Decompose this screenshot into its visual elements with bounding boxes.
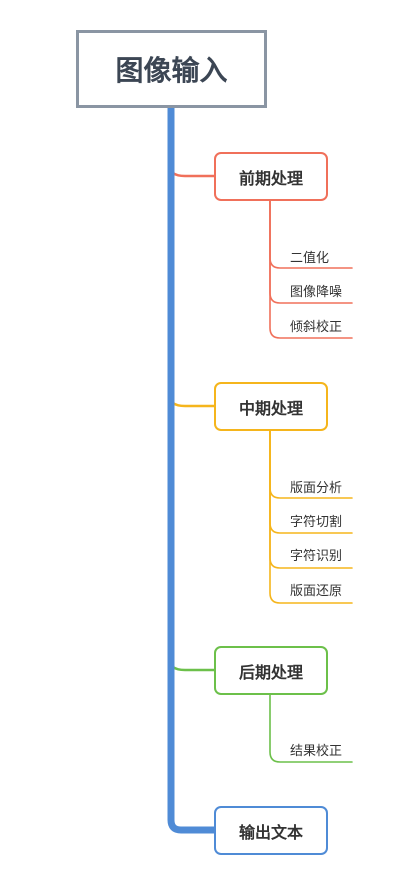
stage-node-output-text: 输出文本 [214, 806, 328, 855]
main-trunk-line [167, 104, 218, 834]
leaf-character-recognition: 字符识别 [290, 549, 343, 564]
branch-line-stage-0 [171, 171, 216, 178]
leaf-result-correction: 结果校正 [290, 744, 343, 759]
stage-node-label: 输出文本 [238, 822, 303, 842]
stage-node-post-processing: 后期处理 [214, 646, 328, 695]
root-node-image-input: 图像输入 [76, 30, 267, 108]
branch-line-stage-2 [171, 665, 216, 672]
root-node-label: 图像输入 [115, 54, 228, 87]
stage-node-label: 后期处理 [238, 662, 303, 682]
leaf-skew-correction: 倾斜校正 [290, 320, 343, 335]
stage-node-label: 中期处理 [238, 398, 303, 418]
leaf-image-denoising: 图像降噪 [290, 285, 343, 300]
leaf-binarization: 二值化 [290, 251, 330, 266]
branch-line-stage-1 [171, 401, 216, 408]
stage-node-pre-processing: 前期处理 [214, 152, 328, 201]
leaf-character-segmentation: 字符切割 [290, 515, 343, 530]
leaf-underline-2-0 [269, 694, 353, 763]
stage-node-label: 前期处理 [238, 168, 303, 188]
stage-node-mid-processing: 中期处理 [214, 382, 328, 431]
leaf-underline-1-3 [269, 430, 353, 604]
leaf-layout-analysis: 版面分析 [290, 481, 343, 496]
leaf-layout-restoration: 版面还原 [290, 584, 343, 599]
leaf-underline-0-2 [269, 200, 353, 339]
